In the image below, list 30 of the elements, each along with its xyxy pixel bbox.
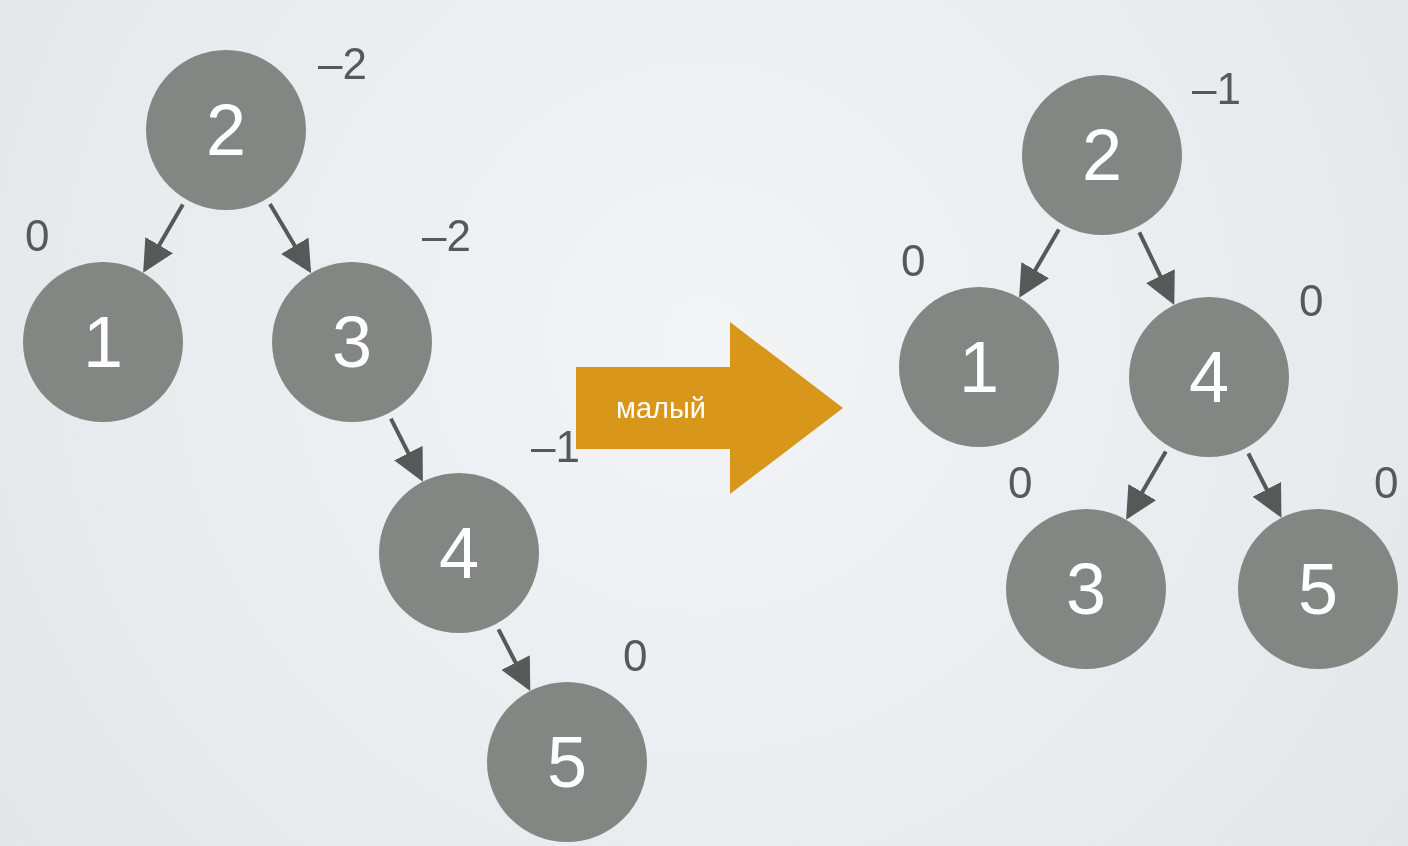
- arrow: [1137, 231, 1175, 305]
- balance-factor: 0: [1299, 279, 1324, 323]
- node-key: 3: [1065, 553, 1106, 625]
- arrow: [389, 417, 423, 482]
- balance-factor: –2: [422, 214, 471, 258]
- node-key: 4: [1188, 341, 1229, 413]
- balance-factor: –1: [531, 425, 580, 469]
- node-key: 5: [1297, 553, 1338, 625]
- transform-arrow: [576, 322, 843, 494]
- node-key: 5: [546, 726, 587, 798]
- arrow-label: малый: [616, 391, 707, 426]
- balance-factor: –1: [1192, 67, 1241, 111]
- balance-factor: 0: [623, 634, 648, 678]
- balance-factor: –2: [318, 42, 367, 86]
- arrow: [268, 202, 312, 274]
- node-key: 3: [331, 306, 372, 378]
- balance-factor: 0: [25, 214, 50, 258]
- node-key: 2: [205, 94, 246, 166]
- balance-factor: 0: [1008, 461, 1033, 505]
- arrow: [1126, 450, 1168, 520]
- balance-factor: 0: [901, 239, 926, 283]
- node-key: 1: [958, 331, 999, 403]
- node-key: 4: [438, 517, 479, 589]
- arrow: [1019, 228, 1061, 298]
- arrow: [496, 628, 531, 691]
- arrow: [143, 203, 185, 273]
- node-key: 2: [1081, 119, 1122, 191]
- balance-factor: 0: [1374, 461, 1399, 505]
- node-key: 1: [82, 306, 123, 378]
- arrow: [1246, 452, 1282, 518]
